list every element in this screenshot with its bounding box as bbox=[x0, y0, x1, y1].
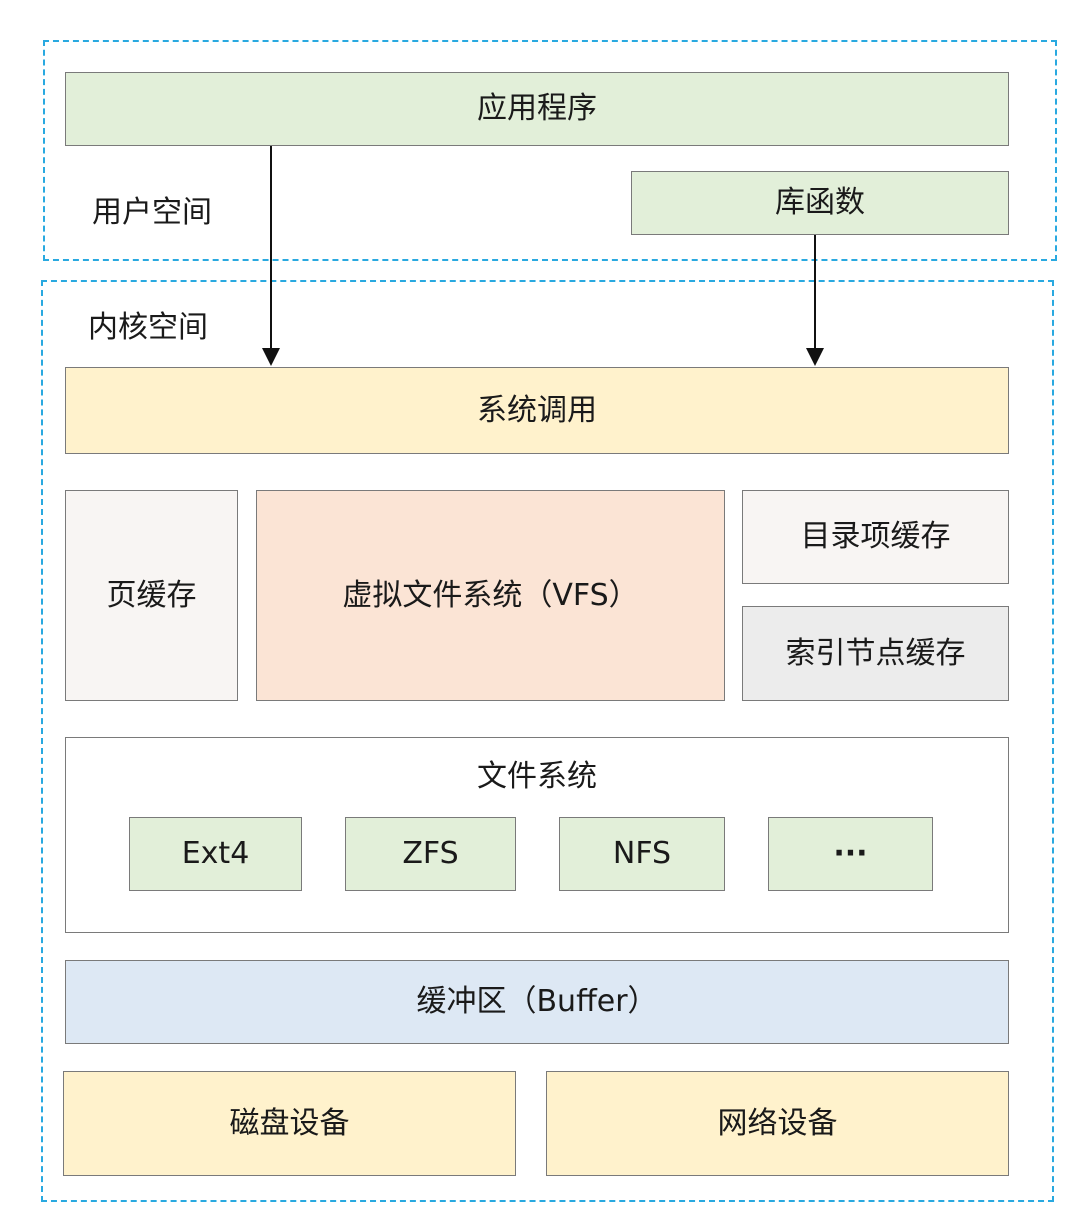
library-functions-box: 库函数 bbox=[631, 171, 1009, 235]
kernel-space-label: 内核空间 bbox=[88, 310, 208, 345]
buffer-box: 缓冲区（Buffer） bbox=[65, 960, 1009, 1044]
page-cache-box: 页缓存 bbox=[65, 490, 238, 701]
fs-type-ext4: Ext4 bbox=[129, 817, 302, 891]
dentry-cache-box: 目录项缓存 bbox=[742, 490, 1009, 584]
fs-type-more: ··· bbox=[768, 817, 933, 891]
vfs-box: 虚拟文件系统（VFS） bbox=[256, 490, 725, 701]
inode-cache-box: 索引节点缓存 bbox=[742, 606, 1009, 701]
user-space-region bbox=[43, 40, 1057, 261]
system-call-box: 系统调用 bbox=[65, 367, 1009, 454]
filesystem-title: 文件系统 bbox=[477, 759, 597, 794]
network-device-box: 网络设备 bbox=[546, 1071, 1009, 1176]
disk-device-box: 磁盘设备 bbox=[63, 1071, 516, 1176]
kernel-space-region bbox=[41, 280, 1054, 1202]
fs-type-zfs: ZFS bbox=[345, 817, 516, 891]
application-box: 应用程序 bbox=[65, 72, 1009, 146]
fs-type-nfs: NFS bbox=[559, 817, 725, 891]
user-space-label: 用户空间 bbox=[92, 195, 212, 230]
